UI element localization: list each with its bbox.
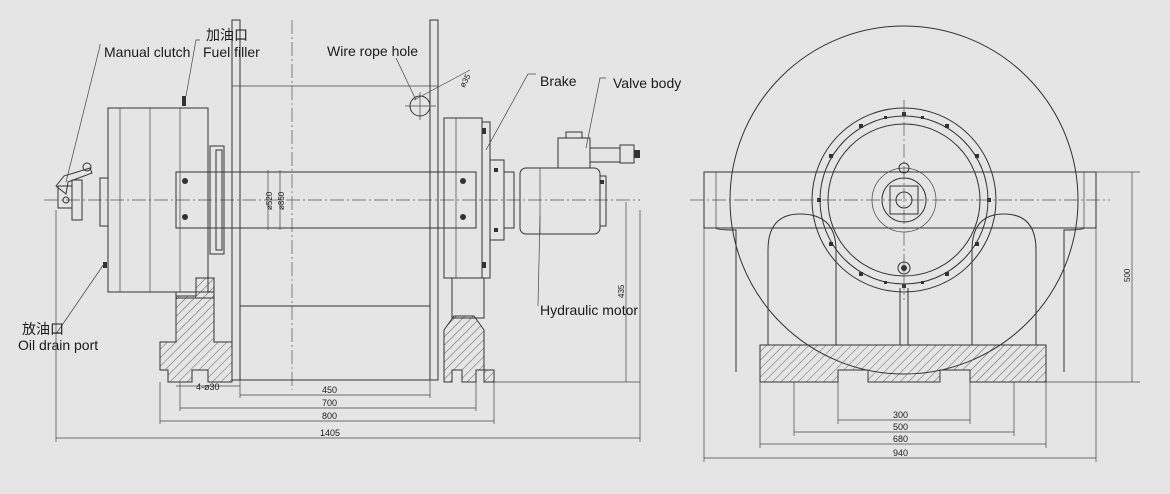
dim-h500: 500 [1123, 268, 1132, 282]
side-vertical-dimensions [267, 170, 640, 383]
front-dimensions [703, 171, 1140, 462]
dim-w800: 800 [322, 411, 337, 421]
brake [489, 159, 515, 241]
dim-w450: 450 [322, 385, 337, 395]
gearbox-housing [99, 96, 209, 293]
side-horizontal-dimensions [55, 210, 641, 442]
dim-d520: ø520 [265, 191, 274, 210]
dim-w700: 700 [322, 398, 337, 408]
dim-w300: 300 [893, 410, 908, 420]
right-support [443, 117, 495, 383]
left-foot [159, 277, 233, 383]
label-wire-rope-hole: Wire rope hole [327, 43, 418, 59]
label-oil-drain-cn: 放油口 [22, 321, 64, 337]
label-manual-clutch: Manual clutch [104, 44, 190, 60]
label-fuel-filler-cn: 加油口 [206, 27, 248, 43]
dim-h435: 435 [617, 284, 626, 298]
dim-w500: 500 [893, 422, 908, 432]
leader-lines [55, 39, 606, 335]
dim-w680: 680 [893, 434, 908, 444]
dim-d35: ø35 [458, 72, 473, 89]
label-brake: Brake [540, 73, 577, 89]
label-fuel-filler: Fuel filler [203, 44, 260, 60]
label-oil-drain: Oil drain port [18, 337, 98, 353]
dim-w940: 940 [893, 448, 908, 458]
side-view: Manual clutch 加油口 Fuel filler Wire rope … [18, 19, 681, 442]
drum [175, 19, 477, 381]
front-view: 500 300 500 680 940 [690, 25, 1140, 462]
manual-clutch-lever [55, 162, 93, 221]
label-hydraulic-motor: Hydraulic motor [540, 302, 638, 318]
wire-rope-hole [405, 69, 471, 120]
dim-d850: ø850 [277, 191, 286, 210]
label-valve-body: Valve body [613, 75, 681, 91]
dim-w1405: 1405 [320, 428, 340, 438]
valve-body [557, 131, 640, 169]
dim-holes: 4-ø30 [196, 382, 220, 392]
hydraulic-motor [519, 167, 607, 235]
